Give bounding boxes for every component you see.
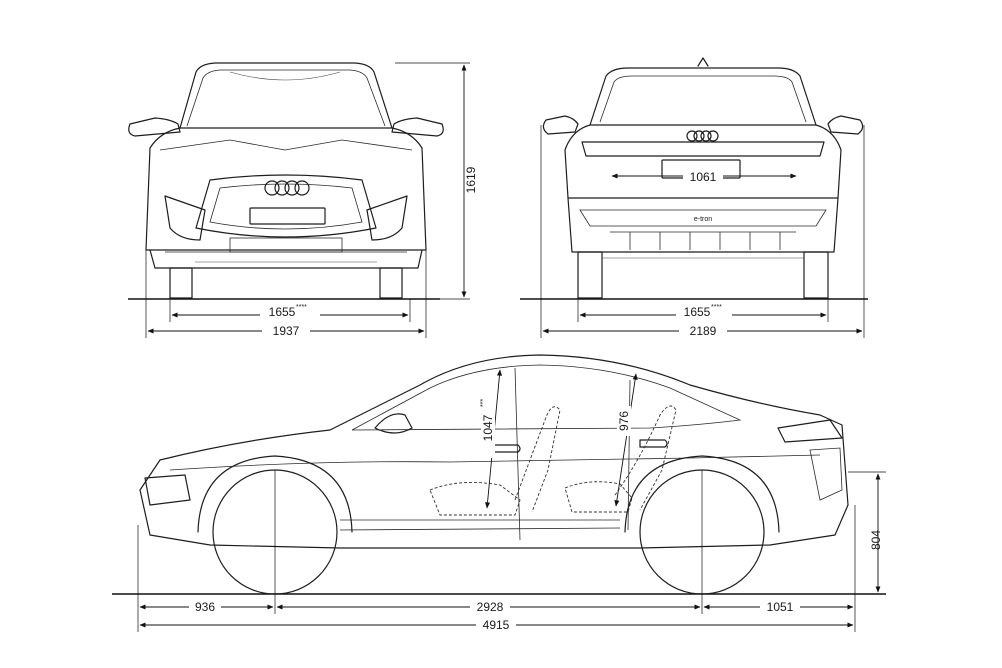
wheelbase-label: 2928 xyxy=(477,600,504,614)
side-vehicle-outline xyxy=(139,354,849,595)
front-track-label: 1655 xyxy=(269,305,296,319)
front-license-plate xyxy=(249,207,326,225)
front-height-label: 1619 xyxy=(464,166,478,193)
rear-interior-width-label: 1061 xyxy=(690,170,717,184)
side-view: 1047 *** 976 804 936 2928 1051 4915 xyxy=(112,354,886,632)
front-track-note: **** xyxy=(296,304,307,311)
rear-hitch-height-label: 804 xyxy=(869,530,883,550)
front-vehicle-outline xyxy=(128,62,444,299)
rear-track-label: 1655 xyxy=(684,305,711,319)
rear-overhang-label: 1051 xyxy=(767,600,794,614)
rear-view: e-tron 1061 1655 **** 2189 xyxy=(520,57,868,338)
rear-width-label: 2189 xyxy=(690,324,717,338)
front-headroom-label: 1047 xyxy=(481,414,495,441)
rear-headroom-label: 976 xyxy=(617,411,631,431)
rear-headroom-dim-line xyxy=(614,373,638,507)
front-width-label: 1937 xyxy=(273,324,300,338)
front-view: 1619 1655 **** 1937 xyxy=(128,62,478,338)
rear-track-note: **** xyxy=(711,304,722,311)
front-overhang-label: 936 xyxy=(195,600,215,614)
rear-badge: e-tron xyxy=(694,216,712,223)
audi-logo-front xyxy=(264,180,310,196)
audi-logo-rear xyxy=(686,130,719,142)
overall-length-label: 4915 xyxy=(483,618,510,632)
rear-vehicle-outline: e-tron xyxy=(542,57,864,299)
front-headroom-note: *** xyxy=(480,399,487,407)
